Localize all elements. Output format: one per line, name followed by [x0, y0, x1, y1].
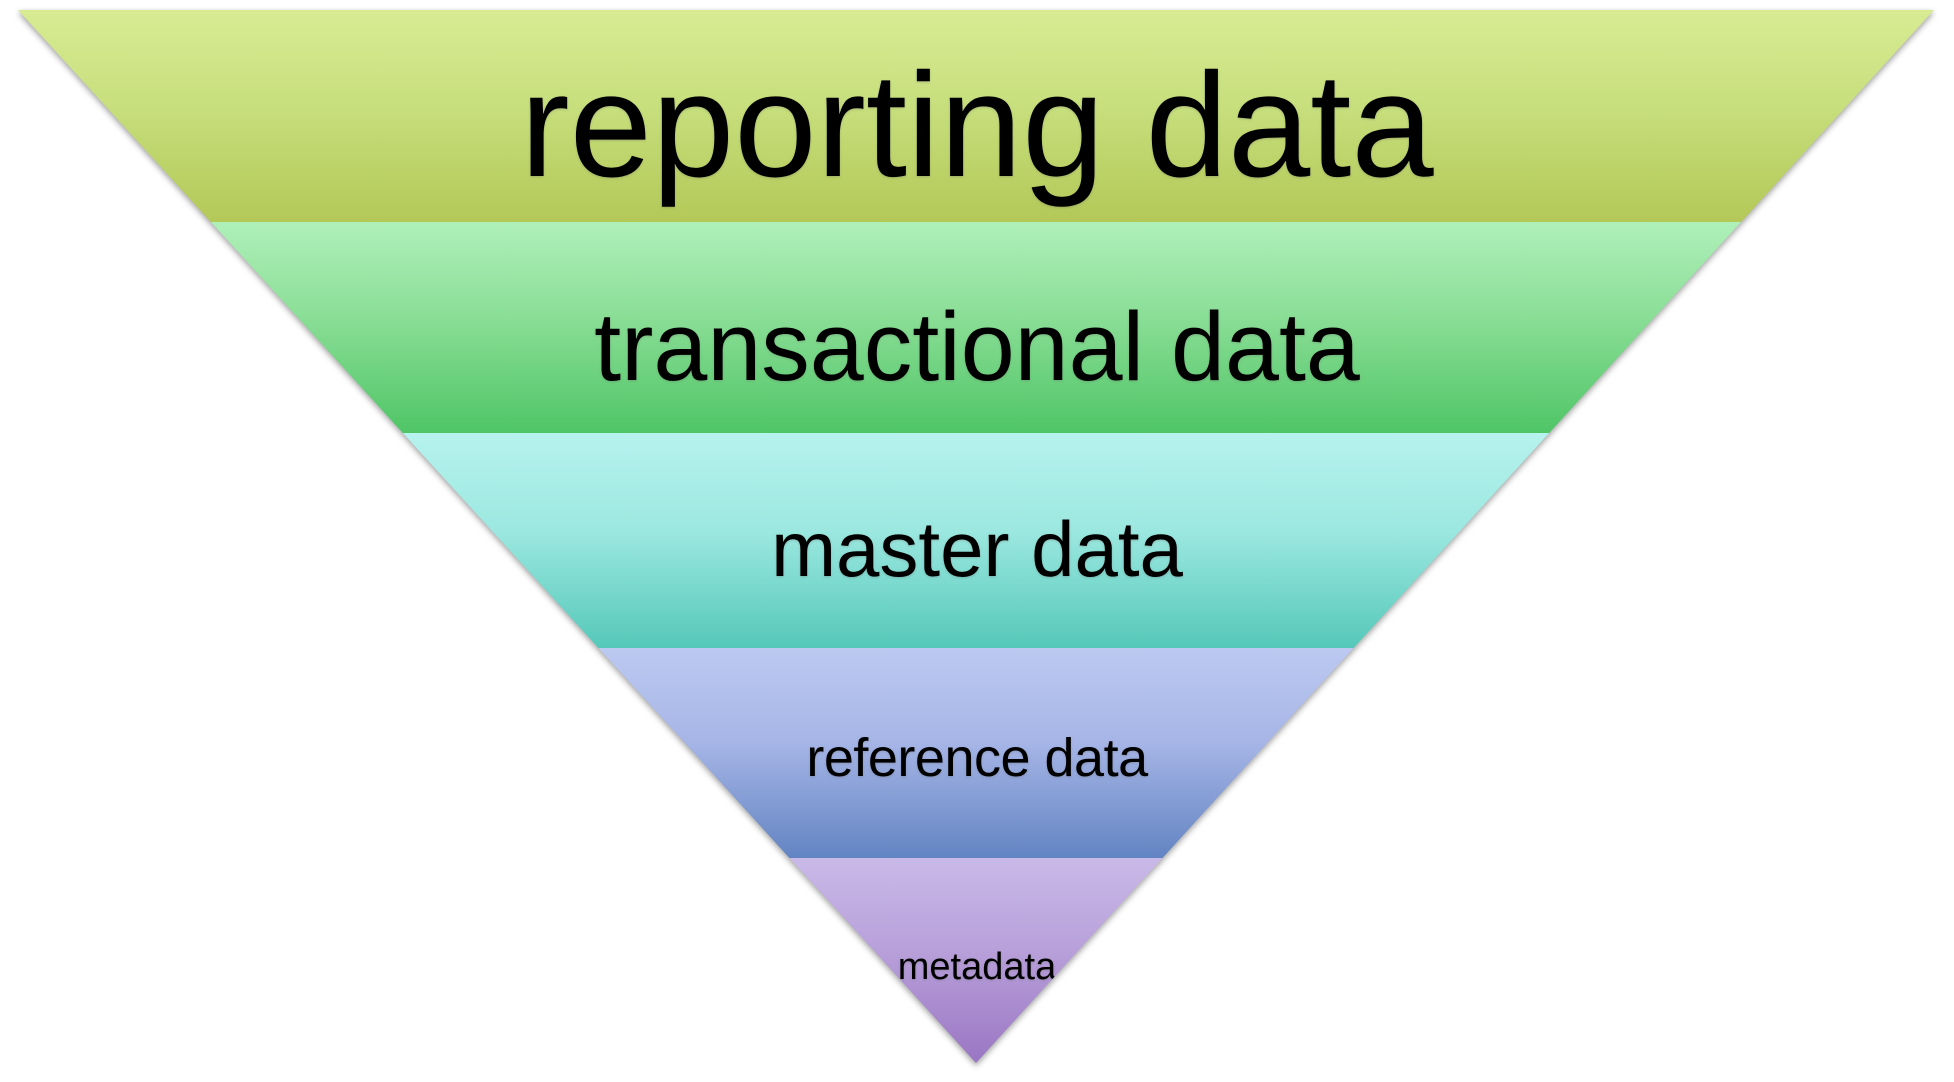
- pyramid-level-master-data: master data: [18, 433, 1934, 648]
- pyramid-level-label: master data: [771, 504, 1183, 593]
- pyramid-level-label: reporting data: [520, 43, 1434, 208]
- pyramid-level-metadata: metadata: [18, 858, 1934, 1063]
- pyramid-level-reporting-data: reporting data: [18, 10, 1934, 222]
- pyramid-level-reference-data: reference data: [18, 648, 1934, 858]
- pyramid-level-label: reference data: [806, 728, 1148, 788]
- pyramid-level-label: transactional data: [594, 292, 1360, 401]
- pyramid-level-label: metadata: [897, 945, 1057, 988]
- pyramid-level-transactional-data: transactional data: [18, 222, 1934, 433]
